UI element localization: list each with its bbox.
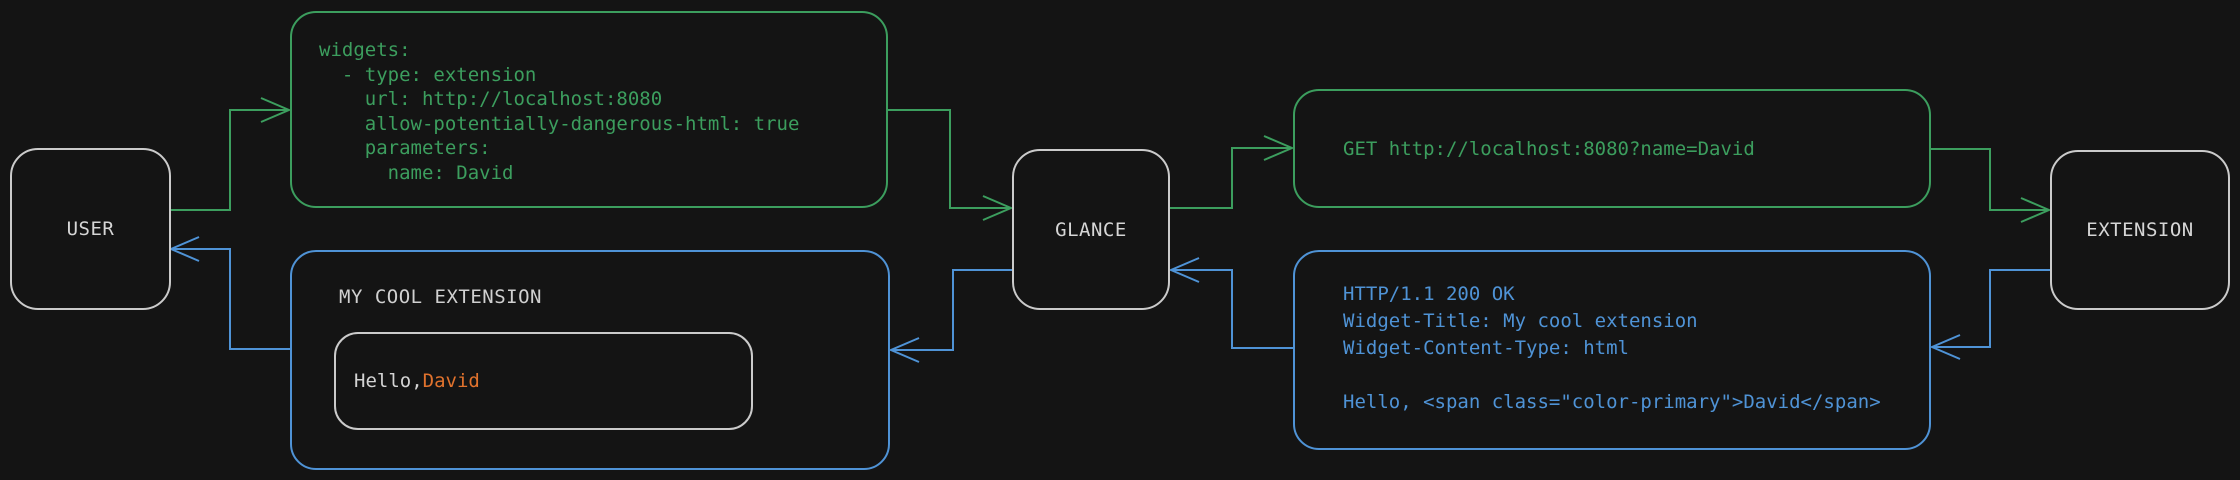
widget-preview-box: MY COOL EXTENSION Hello, David xyxy=(290,250,890,470)
http-response-code: HTTP/1.1 200 OK Widget-Title: My cool ex… xyxy=(1343,283,1881,413)
arrow-glance-to-request xyxy=(1170,135,1295,209)
greeting-prefix: Hello, xyxy=(354,370,423,392)
widget-title: MY COOL EXTENSION xyxy=(339,286,542,308)
http-request-box: GET http://localhost:8080?name=David xyxy=(1293,89,1931,208)
glance-node-label: GLANCE xyxy=(1055,218,1127,241)
arrow-widget-to-user xyxy=(168,236,290,350)
extension-node: EXTENSION xyxy=(2050,150,2230,310)
greeting-name: David xyxy=(422,370,480,392)
extension-node-label: EXTENSION xyxy=(2086,219,2194,241)
arrow-request-to-extension xyxy=(1931,148,2052,223)
yaml-config-box: widgets: - type: extension url: http://l… xyxy=(290,11,888,208)
arrow-user-to-config xyxy=(170,97,292,211)
yaml-config-code: widgets: - type: extension url: http://l… xyxy=(319,39,800,184)
arrow-config-to-glance xyxy=(888,109,1014,221)
user-node-label: USER xyxy=(66,218,115,240)
http-response-box: HTTP/1.1 200 OK Widget-Title: My cool ex… xyxy=(1293,250,1931,450)
arrow-glance-to-widget xyxy=(888,269,1012,363)
arrow-extension-to-response xyxy=(1929,269,2050,360)
arrow-response-to-glance xyxy=(1168,257,1293,349)
glance-node: GLANCE xyxy=(1012,149,1170,310)
http-request-code: GET http://localhost:8080?name=David xyxy=(1343,137,1755,160)
greeting-box: Hello, David xyxy=(334,332,753,430)
user-node: USER xyxy=(10,148,171,310)
